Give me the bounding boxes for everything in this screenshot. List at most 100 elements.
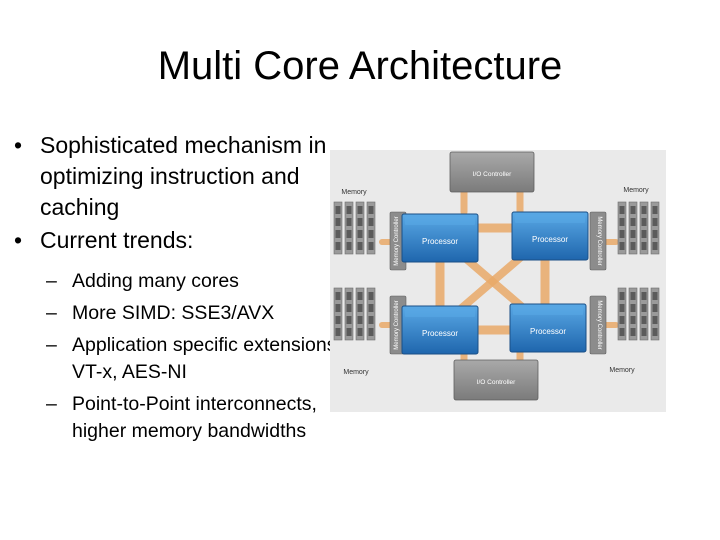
bullet-text: Current trends: — [40, 227, 194, 253]
dram-chip — [346, 206, 352, 214]
dram-chip — [630, 316, 636, 324]
sub-bullet-item: – Point-to-Point interconnects, higher m… — [46, 391, 344, 445]
dram-chip — [335, 304, 341, 312]
dash-marker: – — [46, 270, 57, 292]
sub-bullet-text: Point-to-Point interconnects, higher mem… — [72, 393, 317, 442]
processor-label: Processor — [422, 237, 458, 246]
dram-chip — [619, 316, 625, 324]
dram-chip — [335, 206, 341, 214]
processor-highlight — [405, 217, 475, 225]
dram-chip — [619, 206, 625, 214]
bullet-marker: • — [14, 132, 23, 158]
dram-chip — [357, 328, 363, 336]
dram-chip — [357, 304, 363, 312]
processor-highlight — [513, 307, 583, 315]
dram-chip — [335, 328, 341, 336]
dram-chip — [652, 328, 658, 336]
memory-controller — [589, 295, 607, 355]
dram-chip — [346, 328, 352, 336]
memory-dimm — [355, 287, 365, 341]
dram-chip — [641, 304, 647, 312]
dram-chip — [335, 316, 341, 324]
memory-dimm — [650, 201, 660, 255]
dram-chip — [630, 206, 636, 214]
processor-block — [401, 213, 479, 263]
processor-label: Processor — [422, 329, 458, 338]
dram-chip — [630, 230, 636, 238]
memory-dimm — [344, 287, 354, 341]
dram-chip — [652, 206, 658, 214]
dram-chip — [335, 292, 341, 300]
dram-chip — [630, 304, 636, 312]
processor-label: Processor — [532, 235, 568, 244]
dram-chip — [641, 316, 647, 324]
slide-title: Multi Core Architecture — [157, 44, 563, 88]
memory-dimm — [617, 287, 627, 341]
dram-chip — [619, 328, 625, 336]
dram-chip — [619, 292, 625, 300]
io-controller — [453, 359, 539, 401]
memory-label: Memory — [609, 367, 635, 374]
bullet-item: • Sophisticated mechanism in optimizing … — [14, 130, 344, 223]
bullet-list: • Sophisticated mechanism in optimizing … — [14, 130, 344, 450]
dram-chip — [652, 316, 658, 324]
memory-controller-label: Memory Controller — [394, 216, 400, 265]
dram-chip — [652, 304, 658, 312]
memory-modules — [333, 201, 660, 341]
dram-chip — [619, 242, 625, 250]
memory-dimm — [639, 287, 649, 341]
memory-controller-label: Memory Controller — [596, 300, 602, 349]
processor-highlight — [515, 215, 585, 223]
dram-chip — [652, 242, 658, 250]
bullet-marker: • — [14, 227, 23, 253]
processor-block — [401, 305, 479, 355]
dram-chip — [357, 242, 363, 250]
io-controller-label: I/O Controller — [477, 379, 516, 386]
dram-chip — [346, 316, 352, 324]
sub-bullet-text: Adding many cores — [72, 270, 239, 292]
memory-label: Memory — [341, 189, 367, 196]
dram-chip — [630, 328, 636, 336]
dram-chip — [630, 242, 636, 250]
dram-chip — [346, 242, 352, 250]
dram-chip — [619, 218, 625, 226]
dram-chip — [357, 230, 363, 238]
io-controller — [449, 151, 535, 193]
dram-chip — [335, 242, 341, 250]
dram-chip — [619, 230, 625, 238]
processor-label: Processor — [530, 327, 566, 336]
dram-chip — [357, 292, 363, 300]
sub-bullet-text: Application specific extensions: VT-x, A… — [72, 334, 342, 383]
dram-chip — [630, 292, 636, 300]
memory-dimm — [333, 201, 343, 255]
dram-chip — [346, 304, 352, 312]
dram-chip — [368, 316, 374, 324]
memory-controller — [589, 211, 607, 271]
dram-chip — [368, 292, 374, 300]
memory-dimm — [344, 201, 354, 255]
memory-label: Memory — [343, 369, 369, 376]
dram-chip — [346, 218, 352, 226]
processor-block — [511, 211, 589, 261]
dram-chip — [335, 218, 341, 226]
dram-chip — [368, 304, 374, 312]
dram-chip — [357, 206, 363, 214]
memory-dimm — [366, 287, 376, 341]
dram-chip — [346, 230, 352, 238]
dram-chip — [641, 218, 647, 226]
memory-dimm — [628, 287, 638, 341]
bullet-item: • Current trends: — [14, 225, 344, 256]
dram-chip — [368, 206, 374, 214]
dram-chip — [641, 242, 647, 250]
processor-highlight — [405, 309, 475, 317]
dram-chip — [652, 292, 658, 300]
memory-controller-label: Memory Controller — [394, 300, 400, 349]
memory-dimm — [617, 201, 627, 255]
sub-bullet-text: More SIMD: SSE3/AVX — [72, 302, 275, 324]
dram-chip — [652, 218, 658, 226]
memory-dimm — [650, 287, 660, 341]
